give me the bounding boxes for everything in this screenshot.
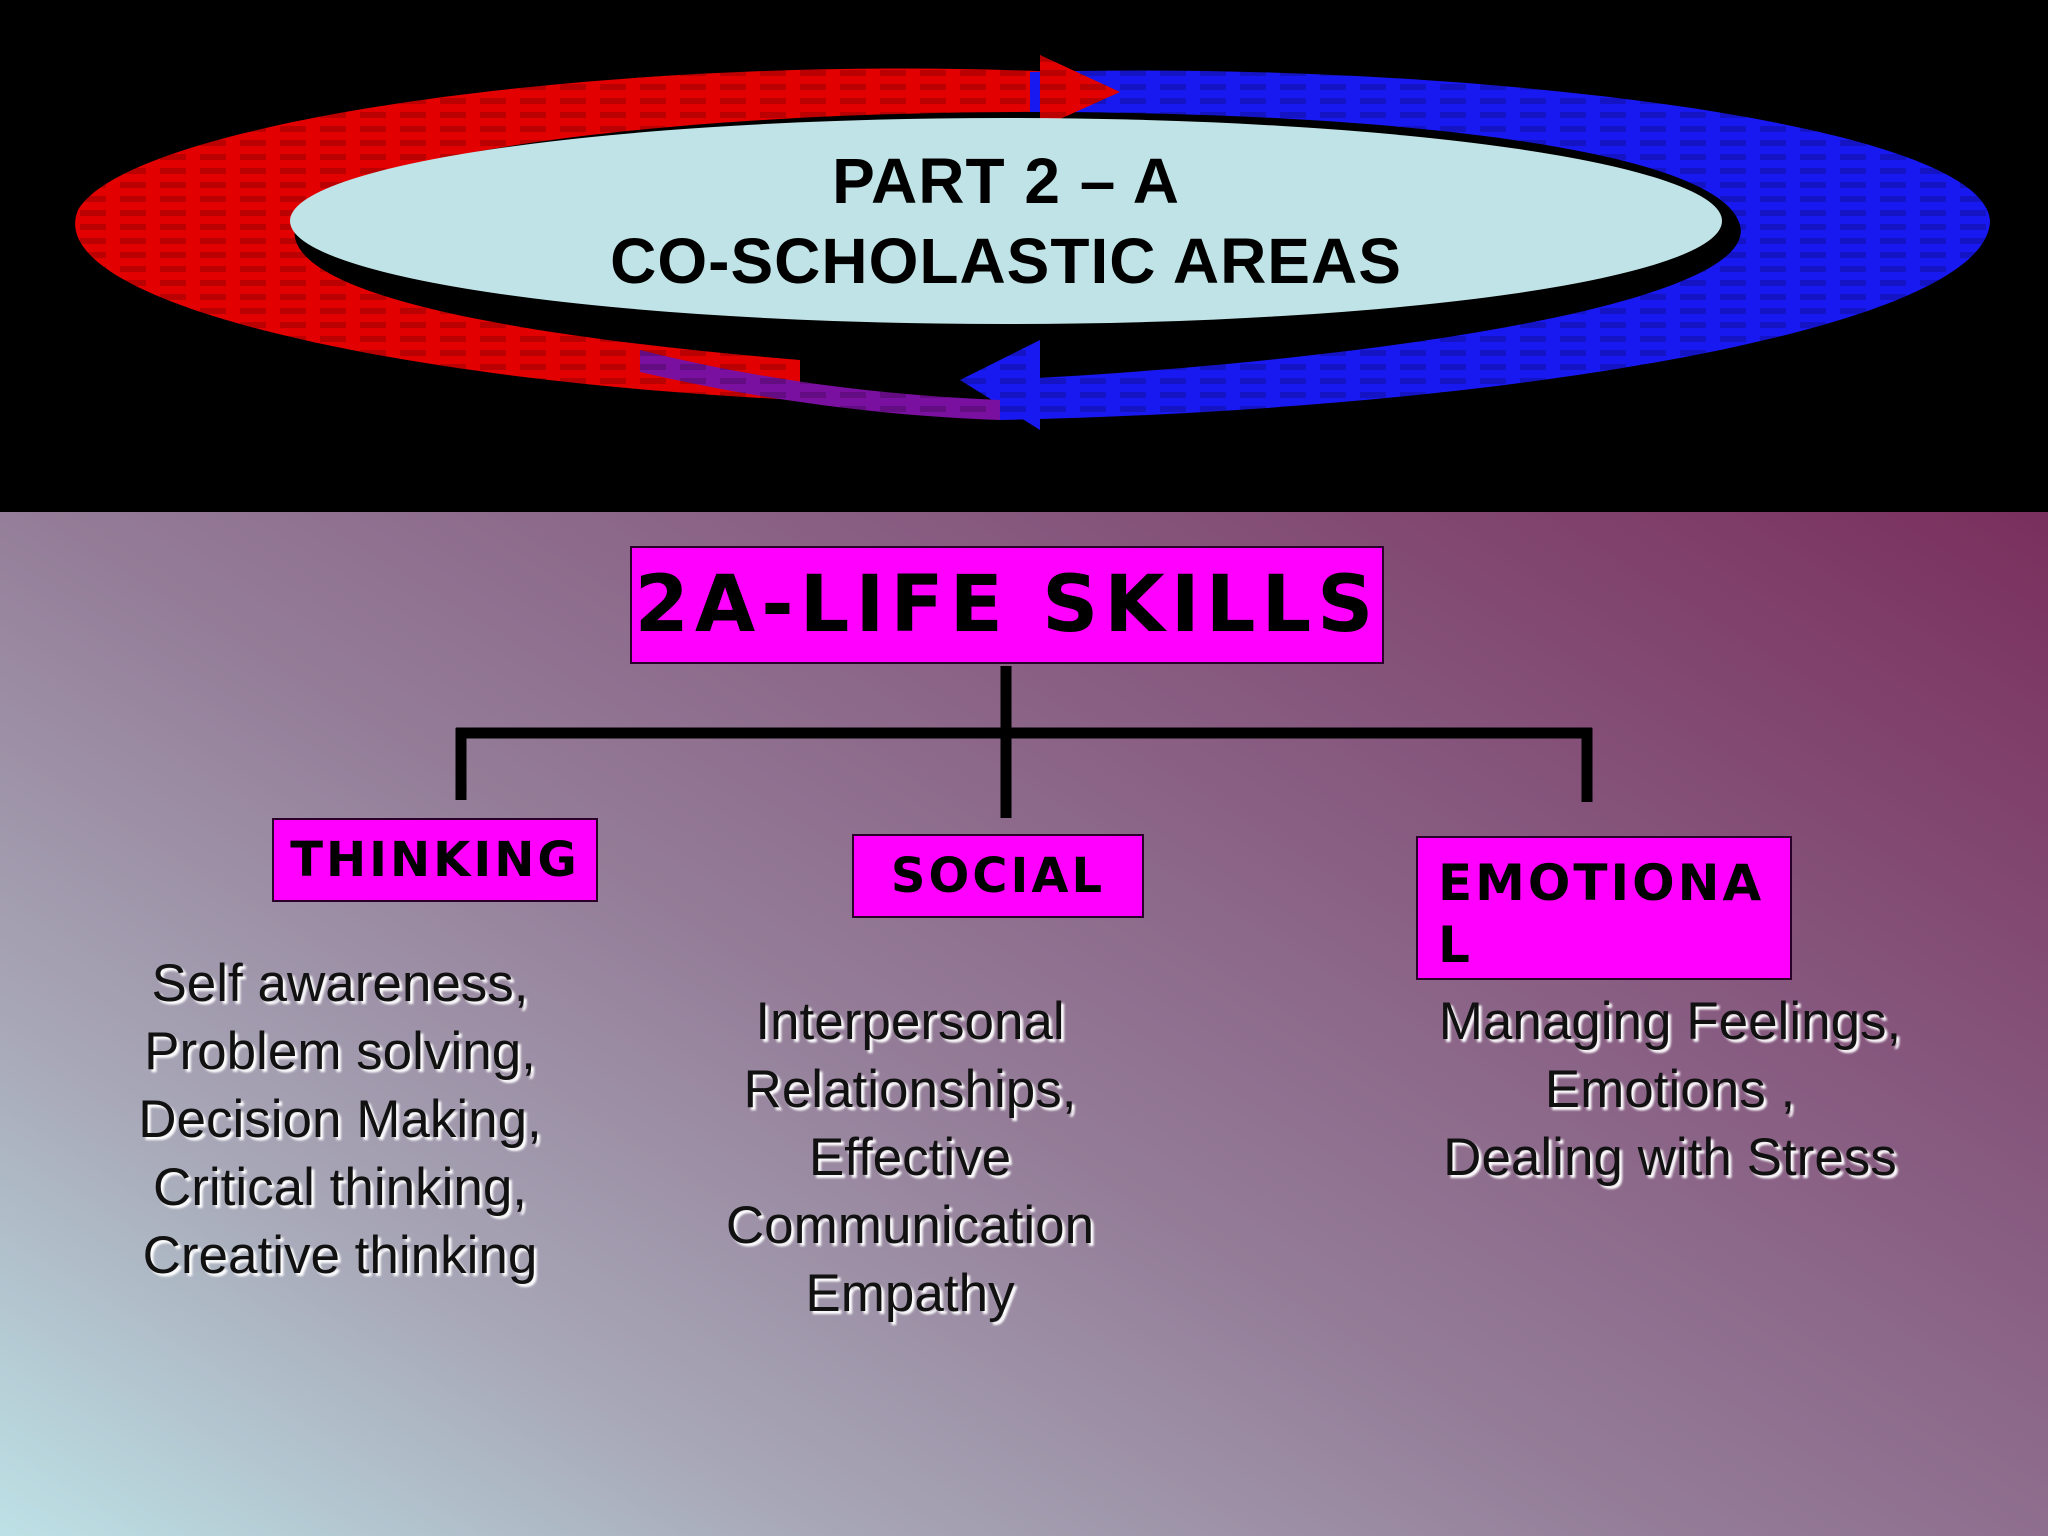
category-emotional: EMOTIONA L: [1416, 836, 1792, 980]
thinking-item: Creative thinking: [142, 1226, 538, 1285]
social-item: Effective: [808, 1128, 1012, 1187]
social-items: Interpersonal Relationships, Effective C…: [680, 988, 1140, 1328]
emotional-item: Managing Feelings,: [1438, 992, 1902, 1051]
diagram-area: [0, 512, 2048, 1536]
title-line-2: CO-SCHOLASTIC AREAS: [610, 225, 1402, 297]
emotional-item: Dealing with Stress: [1443, 1128, 1897, 1187]
title-line-1: PART 2 – A: [832, 145, 1180, 217]
thinking-item: Decision Making,: [138, 1090, 542, 1149]
root-node-life-skills: 2A-LIFE SKILLS: [630, 546, 1384, 664]
category-thinking: THINKING: [272, 818, 598, 902]
social-item: Communication: [725, 1196, 1095, 1255]
thinking-item: Critical thinking,: [152, 1158, 528, 1217]
thinking-items: Self awareness, Problem solving, Decisio…: [90, 950, 590, 1290]
header-band: PART 2 – A CO-SCHOLASTIC AREAS: [0, 0, 2048, 512]
thinking-item: Self awareness,: [151, 954, 529, 1013]
social-item: Empathy: [805, 1264, 1015, 1323]
emotional-items: Managing Feelings, Emotions , Dealing wi…: [1380, 988, 1960, 1192]
social-item: Interpersonal: [755, 992, 1065, 1051]
title-ellipse: PART 2 – A CO-SCHOLASTIC AREAS: [290, 118, 1722, 324]
category-social: SOCIAL: [852, 834, 1144, 918]
thinking-item: Problem solving,: [144, 1022, 536, 1081]
social-item: Relationships,: [743, 1060, 1077, 1119]
emotional-item: Emotions ,: [1544, 1060, 1796, 1119]
